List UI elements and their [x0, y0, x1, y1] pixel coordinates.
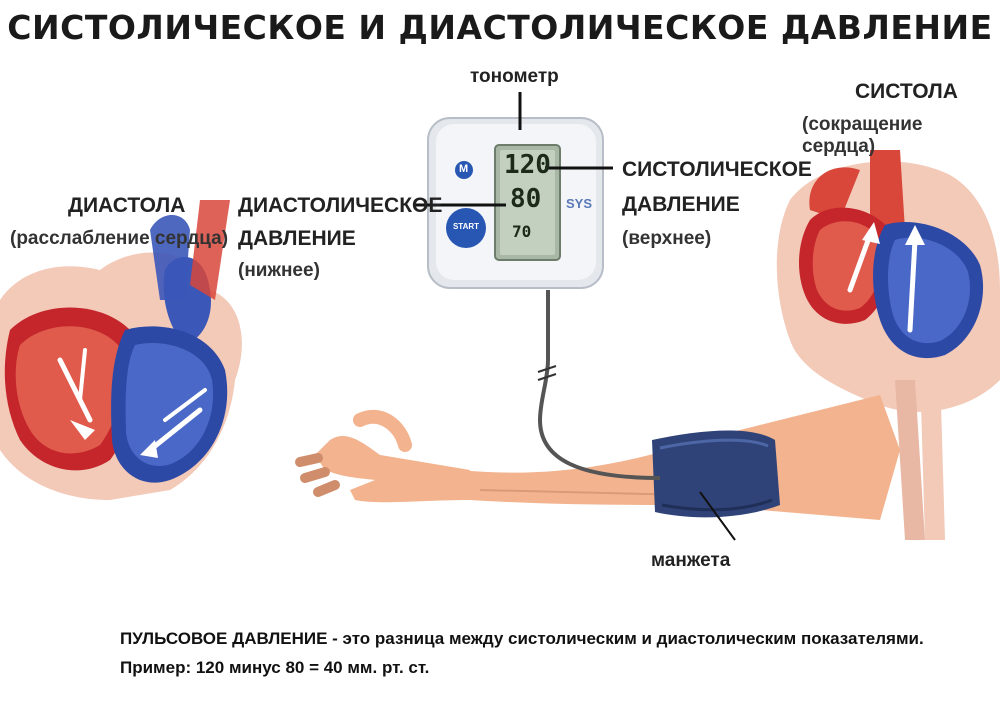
device-reading-sys: 120 — [504, 150, 551, 180]
page-title: СИСТОЛИЧЕСКОЕ И ДИАСТОЛИЧЕСКОЕ ДАВЛЕНИЕ — [7, 8, 993, 47]
diastole-title: ДИАСТОЛА — [68, 194, 186, 217]
device-side-text: SYS — [566, 196, 593, 211]
heart-diastole-illustration — [0, 200, 242, 500]
cuff-label: манжета — [651, 550, 731, 571]
tonometer-device — [427, 117, 604, 289]
start-button: START — [452, 222, 480, 231]
footer-definition: ПУЛЬСОВОЕ ДАВЛЕНИЕ - это разница между с… — [120, 629, 924, 649]
diastolic-label-line2: ДАВЛЕНИЕ — [238, 227, 356, 250]
systole-title: СИСТОЛА — [855, 80, 958, 103]
systolic-label-line1: СИСТОЛИЧЕСКОЕ — [622, 158, 812, 181]
footer-example: Пример: 120 минус 80 = 40 мм. рт. ст. — [120, 658, 430, 677]
m-button: M — [459, 163, 469, 175]
footer-rest: - это разница между систолическим и диас… — [327, 629, 924, 648]
tonometer-label: тонометр — [470, 66, 559, 87]
diastolic-label-line3: (нижнее) — [238, 260, 320, 281]
diastolic-label-line1: ДИАСТОЛИЧЕСКОЕ — [238, 194, 443, 217]
heart-systole-illustration — [776, 150, 1000, 540]
cuff-callout-line — [699, 491, 736, 541]
systolic-label-line2: ДАВЛЕНИЕ — [622, 193, 740, 216]
tube-illustration — [537, 290, 661, 480]
arm-illustration — [295, 395, 900, 520]
systole-subtitle: (сокращение сердца) — [802, 114, 923, 157]
device-reading-pulse: 70 — [512, 222, 532, 241]
device-reading-dia: 80 — [510, 184, 542, 214]
footer-bold: ПУЛЬСОВОЕ ДАВЛЕНИЕ — [120, 629, 328, 648]
diastole-subtitle: (расслабление сердца) — [10, 228, 229, 249]
systolic-label-line3: (верхнее) — [622, 228, 712, 249]
